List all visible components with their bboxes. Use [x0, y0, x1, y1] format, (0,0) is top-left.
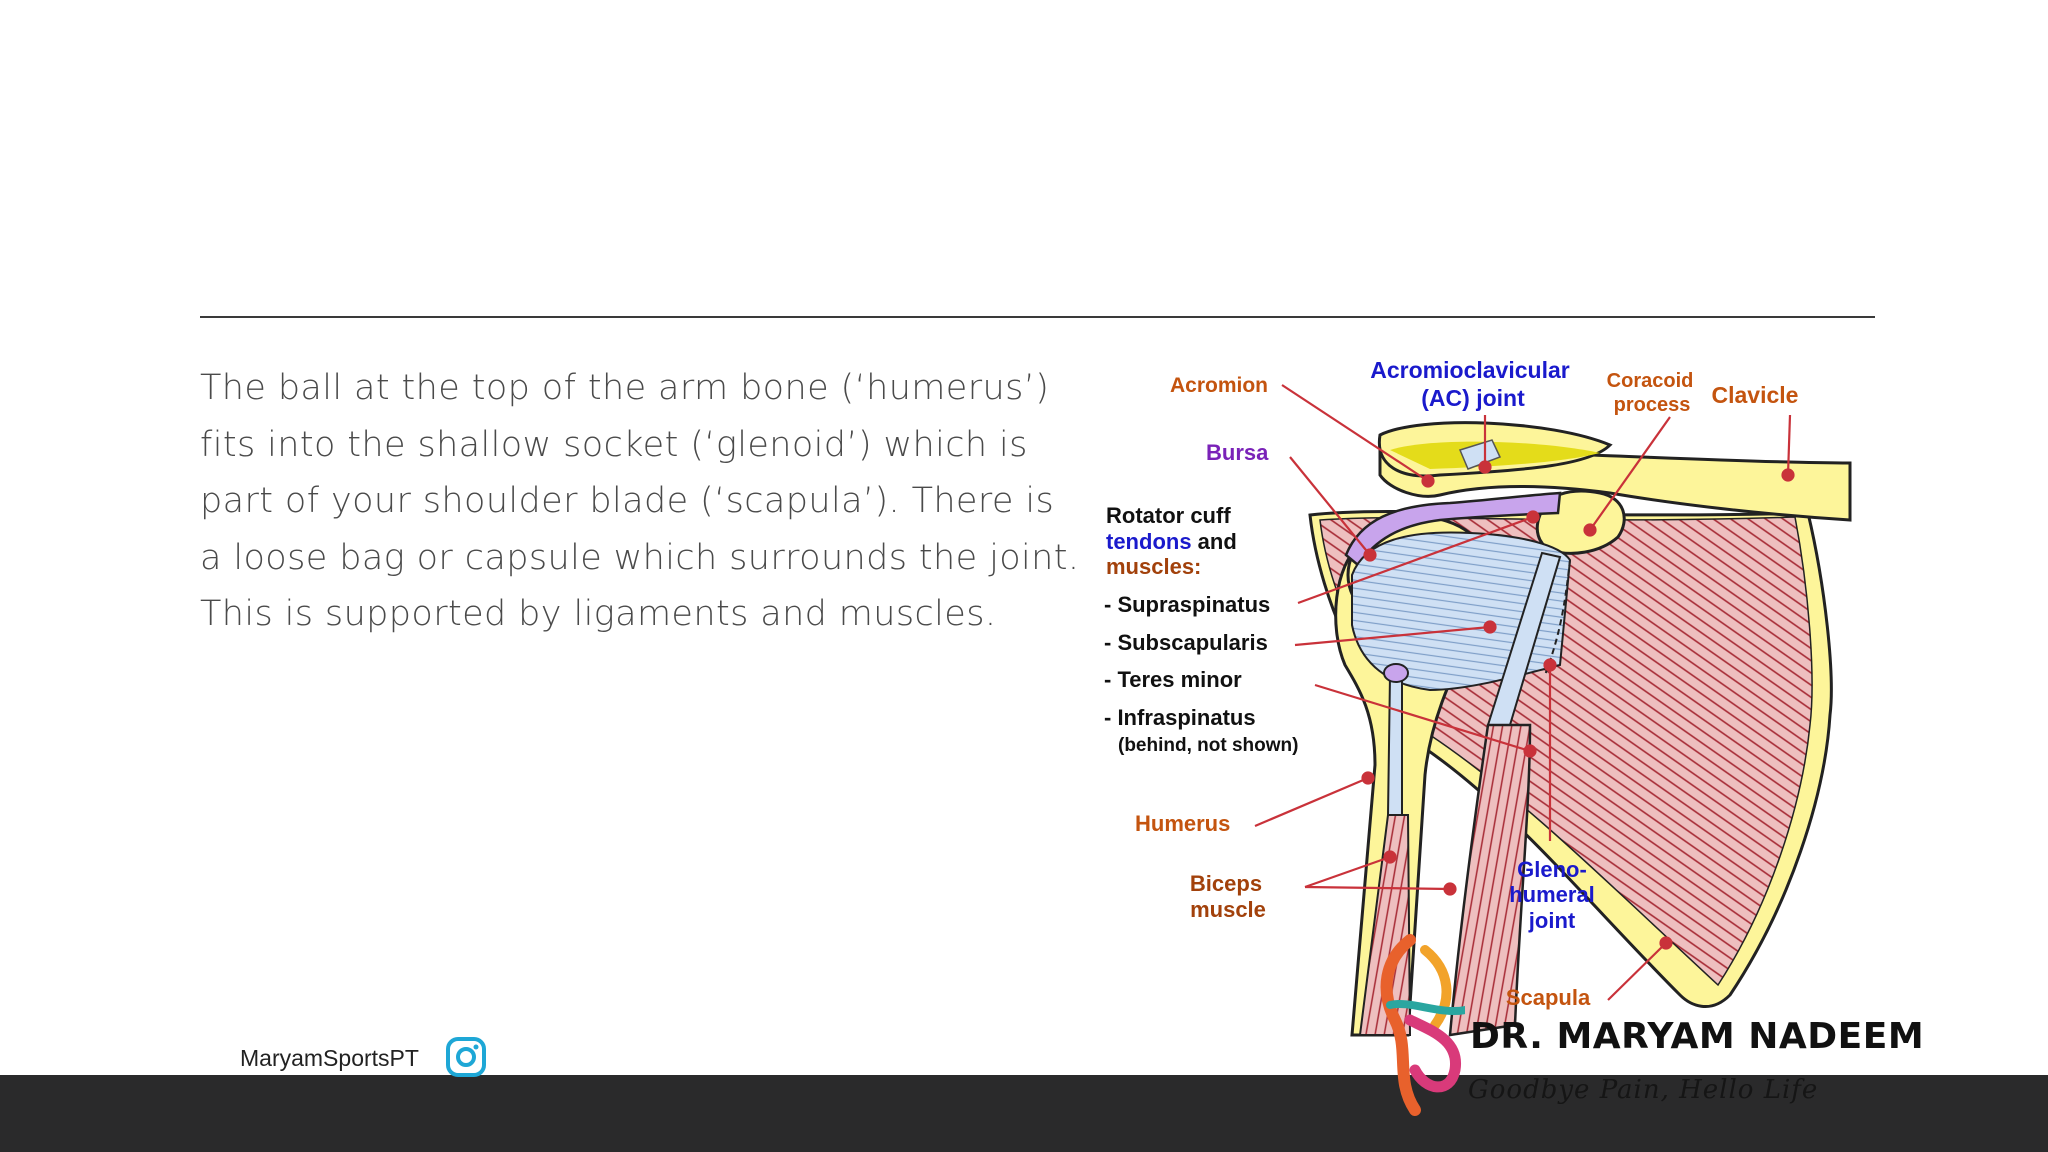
- ac-joint-label-line1: Acromioclavicular: [1370, 357, 1569, 383]
- gleno-label-line3: joint: [1528, 908, 1576, 933]
- subscapularis-label: - Subscapularis: [1104, 630, 1268, 655]
- acromion-label: Acromion: [1170, 374, 1268, 397]
- body-paragraph: The ball at the top of the arm bone (‘hu…: [200, 368, 1080, 634]
- rotator-cuff-label: Rotator cuff: [1106, 503, 1231, 528]
- gleno-label-line1: Gleno-: [1517, 857, 1587, 882]
- bursa-label: Bursa: [1206, 440, 1269, 465]
- biceps-label-line1: Biceps: [1190, 871, 1262, 896]
- gleno-label-line2: humeral: [1509, 882, 1595, 907]
- lower-biceps-shape: [1358, 814, 1412, 1036]
- tendons-and-label: tendons and: [1106, 529, 1237, 554]
- bursa-shape: [1344, 491, 1562, 567]
- footer-bar: [0, 1075, 2048, 1152]
- brand-ribbon-logo: [1380, 934, 1465, 1116]
- biceps-muscle-shape: [1448, 723, 1532, 1037]
- clavicle-label: Clavicle: [1712, 382, 1799, 408]
- instagram-icon[interactable]: [445, 1036, 487, 1078]
- ac-ligament: [1458, 439, 1502, 470]
- and-label: and: [1192, 529, 1237, 554]
- pointer-lines: [1254, 384, 1795, 1001]
- title-divider: [200, 316, 1875, 318]
- infraspinatus-note: (behind, not shown): [1118, 735, 1298, 756]
- biceps-label-line2: muscle: [1190, 897, 1266, 922]
- shoulder-anatomy-diagram: Acromion Acromioclavicular (AC) joint Co…: [1104, 357, 1852, 1037]
- tendons-label: tendons: [1106, 529, 1192, 554]
- brand-tagline: Goodbye Pain, Hello Life: [1468, 1075, 1819, 1105]
- social-handle[interactable]: MaryamSportsPT: [240, 1045, 419, 1071]
- supraspinatus-label: - Supraspinatus: [1104, 592, 1270, 617]
- muscles-label: muscles:: [1106, 554, 1201, 579]
- short-head-tendon: [1386, 674, 1403, 816]
- humerus-label: Humerus: [1135, 811, 1230, 836]
- brand-name: DR. MARYAM NADEEM: [1470, 1016, 1925, 1057]
- ac-joint-label-line2: (AC) joint: [1421, 385, 1525, 411]
- coracoid-label-line2: process: [1614, 394, 1691, 416]
- teres-minor-label: - Teres minor: [1104, 667, 1242, 692]
- scapula-label: Scapula: [1506, 985, 1591, 1010]
- coracoid-label-line1: Coracoid: [1607, 370, 1694, 392]
- infraspinatus-label: - Infraspinatus: [1104, 705, 1256, 730]
